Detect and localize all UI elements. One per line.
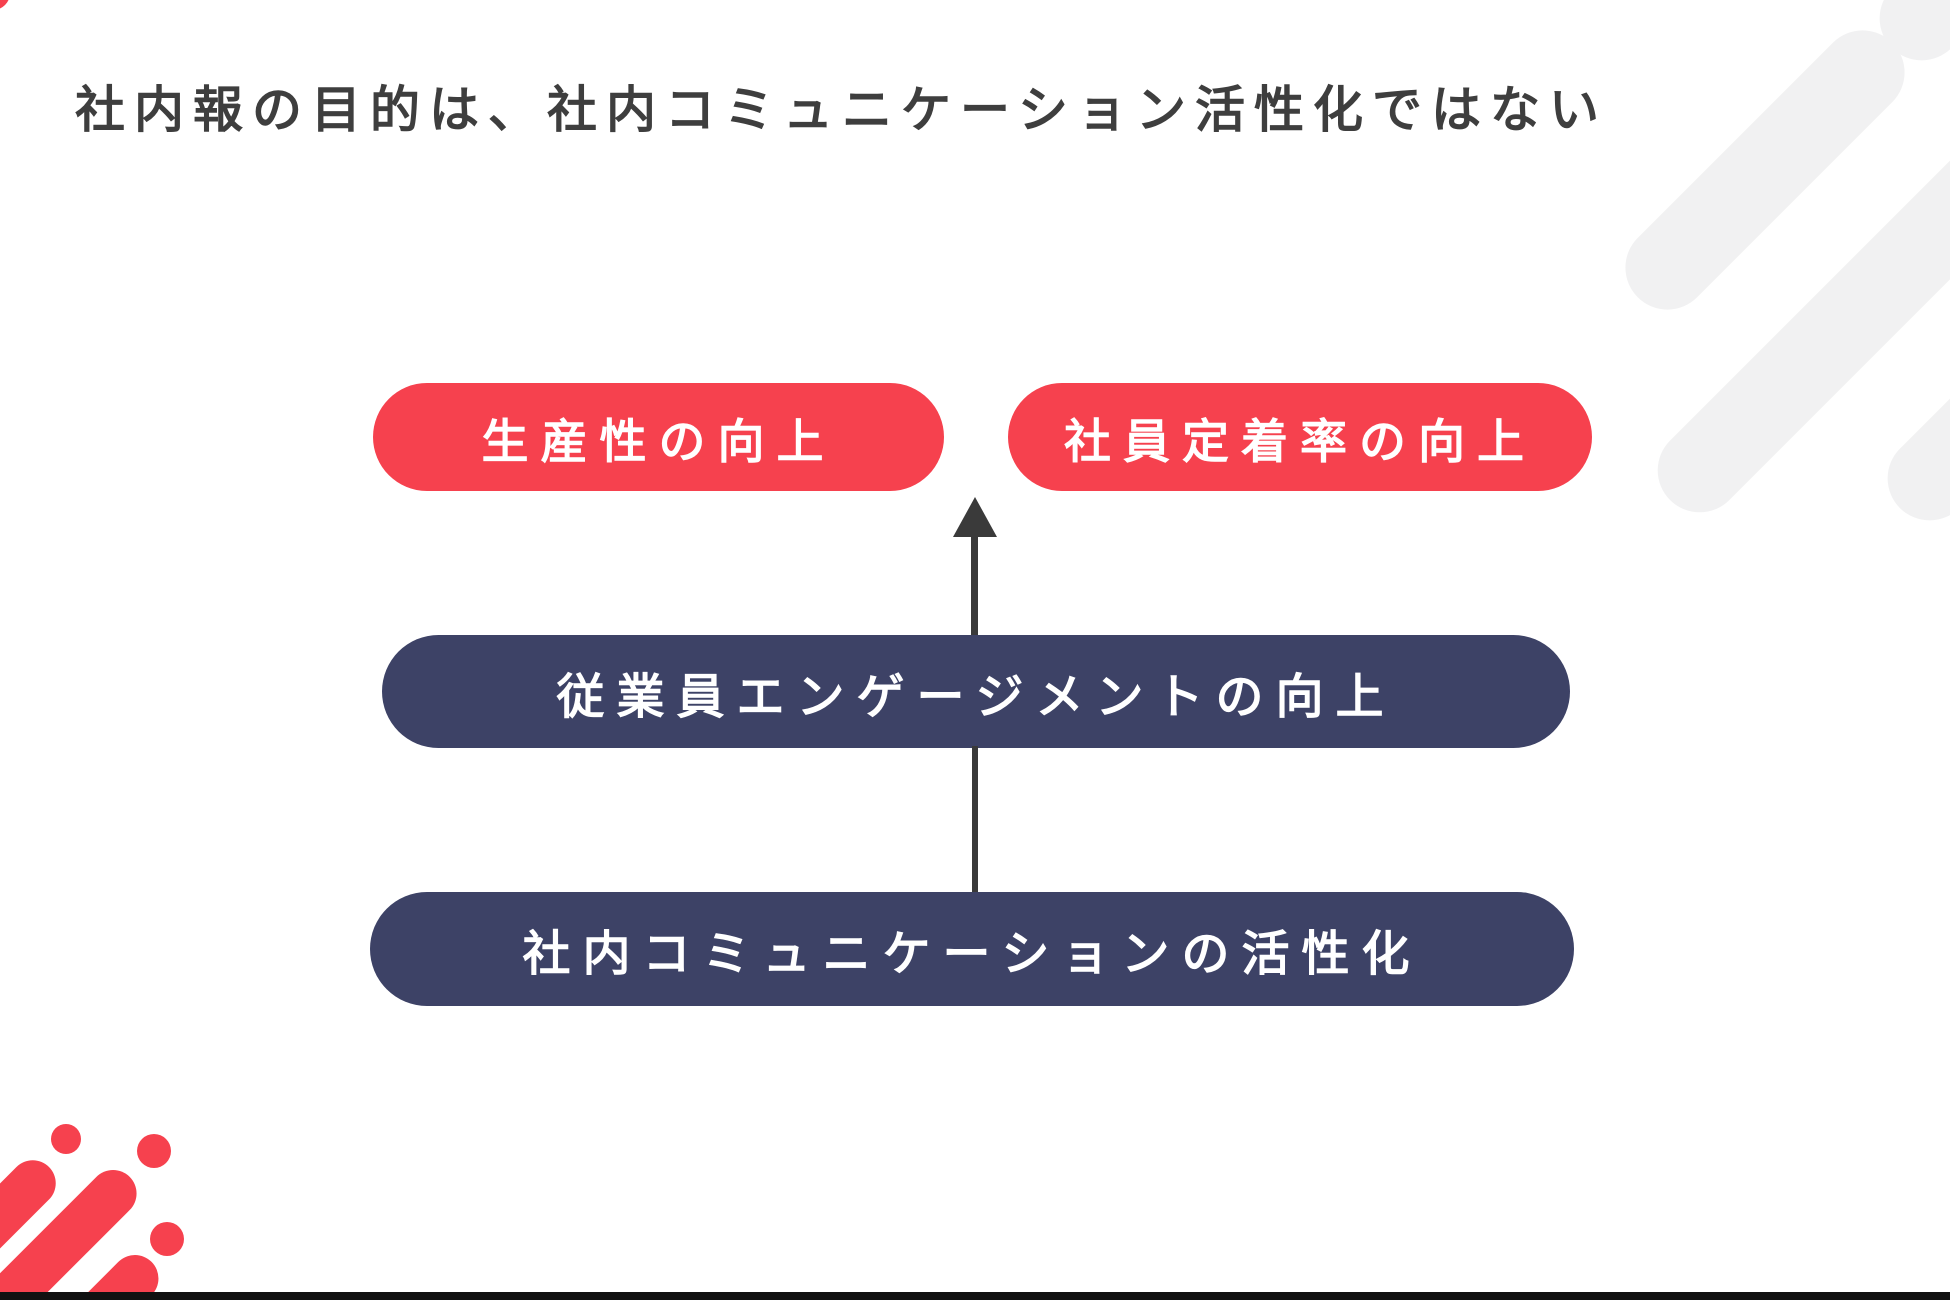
box-retention-label: 社員定着率の向上 [1064,414,1536,468]
box-communication-label: 社内コミュニケーションの活性化 [522,928,1422,981]
red-dot-decoration [150,1222,184,1256]
box-engagement: 従業員エンゲージメントの向上 [382,635,1570,748]
box-productivity-label: 生産性の向上 [481,414,836,468]
connector-line [972,746,978,894]
page-title: 社内報の目的は、社内コミュニケーション活性化ではない [75,82,1608,138]
box-communication: 社内コミュニケーションの活性化 [370,892,1574,1006]
box-engagement-label: 従業員エンゲージメントの向上 [556,670,1396,724]
box-retention: 社員定着率の向上 [1008,383,1592,491]
arrow-up-icon [953,497,997,537]
red-corner-decoration [0,0,10,10]
red-dot-decoration [137,1134,171,1168]
red-dot-decoration [51,1124,81,1154]
box-productivity: 生産性の向上 [373,383,944,491]
bottom-border-bar [0,1292,1950,1300]
arrow-shaft [971,531,978,637]
